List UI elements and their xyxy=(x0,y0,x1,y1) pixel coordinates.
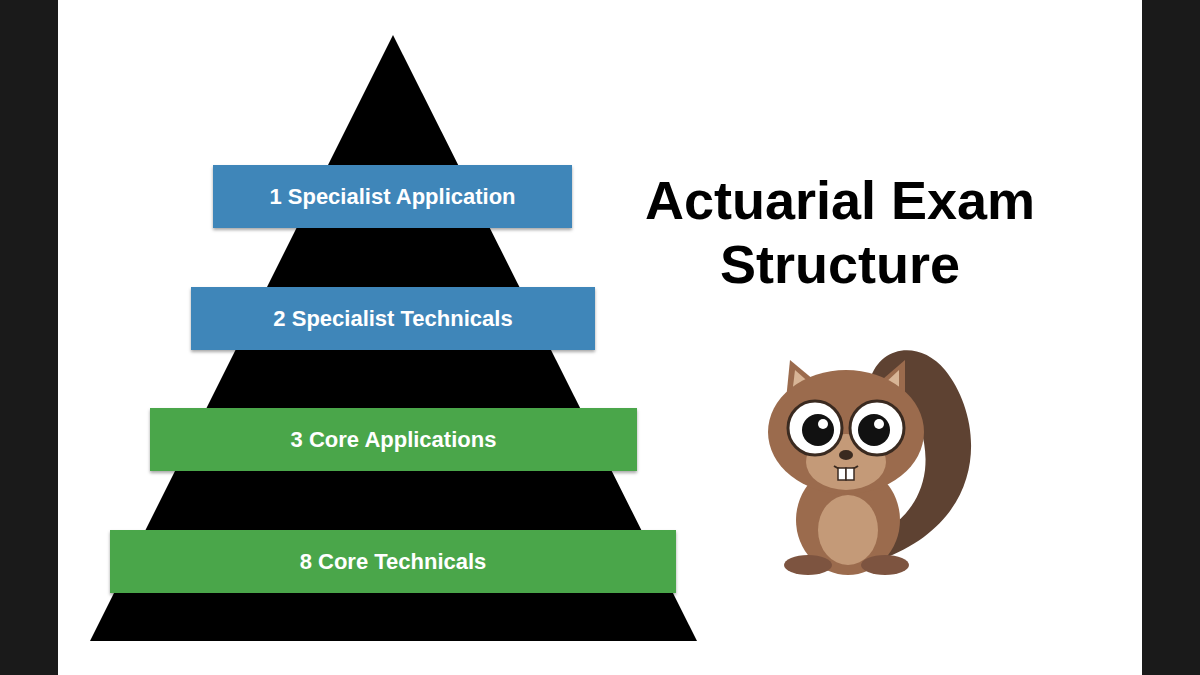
title: Actuarial Exam Structure xyxy=(600,168,1080,296)
band-label: 3 Core Applications xyxy=(291,427,497,453)
pyramid-band: 8 Core Technicals xyxy=(110,530,676,593)
pyramid xyxy=(90,35,697,641)
side-bar xyxy=(1142,0,1200,675)
pyramid-band: 3 Core Applications xyxy=(150,408,637,471)
band-label: 8 Core Technicals xyxy=(300,549,487,575)
band-label: 1 Specialist Application xyxy=(269,184,515,210)
pyramid-band: 1 Specialist Application xyxy=(213,165,572,228)
band-label: 2 Specialist Technicals xyxy=(273,306,512,332)
squirrel-illustration xyxy=(768,350,971,575)
side-bar xyxy=(0,0,58,675)
pyramid-band: 2 Specialist Technicals xyxy=(191,287,595,350)
